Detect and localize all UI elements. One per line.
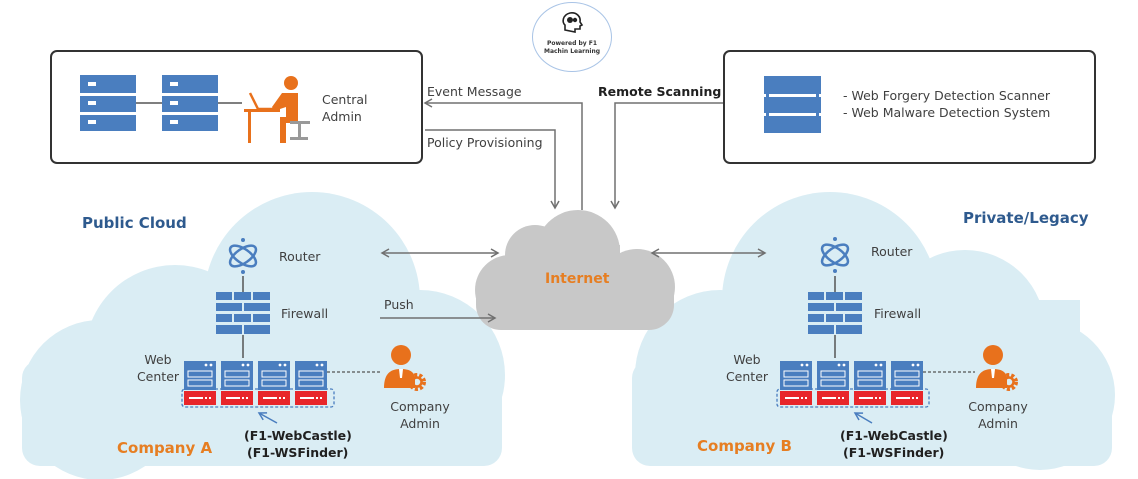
- company-admin-icon: [384, 345, 426, 391]
- event-message-label: Event Message: [427, 84, 522, 99]
- company-admin-label-b-2: Admin: [978, 416, 1018, 431]
- company-admin-label-a-2: Admin: [400, 416, 440, 431]
- appliance-group-outline-b: [776, 388, 930, 408]
- product-label-b-2: (F1-WSFinder): [843, 445, 945, 460]
- central-admin-label-1: Central: [322, 92, 368, 107]
- product-label-b-1: (F1-WebCastle): [840, 428, 948, 443]
- firewall-label-a: Firewall: [281, 306, 329, 321]
- product-label-a-2: (F1-WSFinder): [247, 445, 349, 460]
- company-b-label: Company B: [697, 437, 792, 455]
- central-admin-label-2: Admin: [322, 109, 362, 124]
- router-label-a: Router: [279, 249, 321, 264]
- company-admin-label-a-1: Company: [390, 399, 450, 414]
- private-cloud-shape: [632, 192, 1115, 470]
- company-a-label: Company A: [117, 439, 213, 457]
- internet-cloud-shape: [475, 210, 675, 330]
- server-rack-icon: [162, 75, 218, 131]
- internet-label: Internet: [545, 271, 610, 287]
- policy-provisioning-line: [425, 129, 560, 210]
- web-center-label-a-2: Center: [136, 369, 180, 384]
- company-admin-icon: [976, 345, 1018, 391]
- firewall-icon: [808, 292, 862, 334]
- badge-line-1: Powered by F1: [546, 40, 598, 47]
- product-pointer-b: [853, 412, 873, 424]
- person-at-laptop-icon: [244, 76, 310, 143]
- router-label-b: Router: [871, 244, 913, 259]
- push-label: Push: [384, 297, 414, 312]
- server-rack-icon: [764, 76, 821, 133]
- product-label-a-1: (F1-WebCastle): [244, 428, 352, 443]
- powered-by-badge: Powered by F1 Machin Learning: [532, 2, 612, 72]
- badge-line-2: Machin Learning: [543, 48, 601, 55]
- private-legacy-title: Private/Legacy: [963, 209, 1089, 227]
- product-pointer-a: [257, 412, 278, 424]
- router-icon: [228, 238, 258, 274]
- web-center-servers-b: [780, 361, 924, 406]
- web-center-servers-a: [184, 361, 328, 406]
- event-message-line: [423, 98, 583, 210]
- router-icon: [820, 237, 850, 273]
- remote-scanning-label: Remote Scanning: [598, 84, 722, 99]
- scanner-item-2: - Web Malware Detection System: [843, 105, 1051, 120]
- firewall-label-b: Firewall: [874, 306, 922, 321]
- central-admin-icons: [80, 75, 310, 143]
- server-rack-icon: [80, 75, 136, 131]
- web-center-label-b-2: Center: [725, 369, 769, 384]
- public-cloud-title: Public Cloud: [82, 214, 187, 232]
- web-center-label-a-1: Web: [144, 352, 172, 367]
- web-center-label-b-1: Web: [733, 352, 761, 367]
- policy-provisioning-label: Policy Provisioning: [427, 135, 543, 150]
- scanner-item-1: - Web Forgery Detection Scanner: [843, 88, 1050, 103]
- brain-head-icon: [562, 12, 584, 33]
- company-admin-label-b-1: Company: [968, 399, 1028, 414]
- firewall-icon: [216, 292, 270, 334]
- remote-scanning-line: [610, 102, 725, 210]
